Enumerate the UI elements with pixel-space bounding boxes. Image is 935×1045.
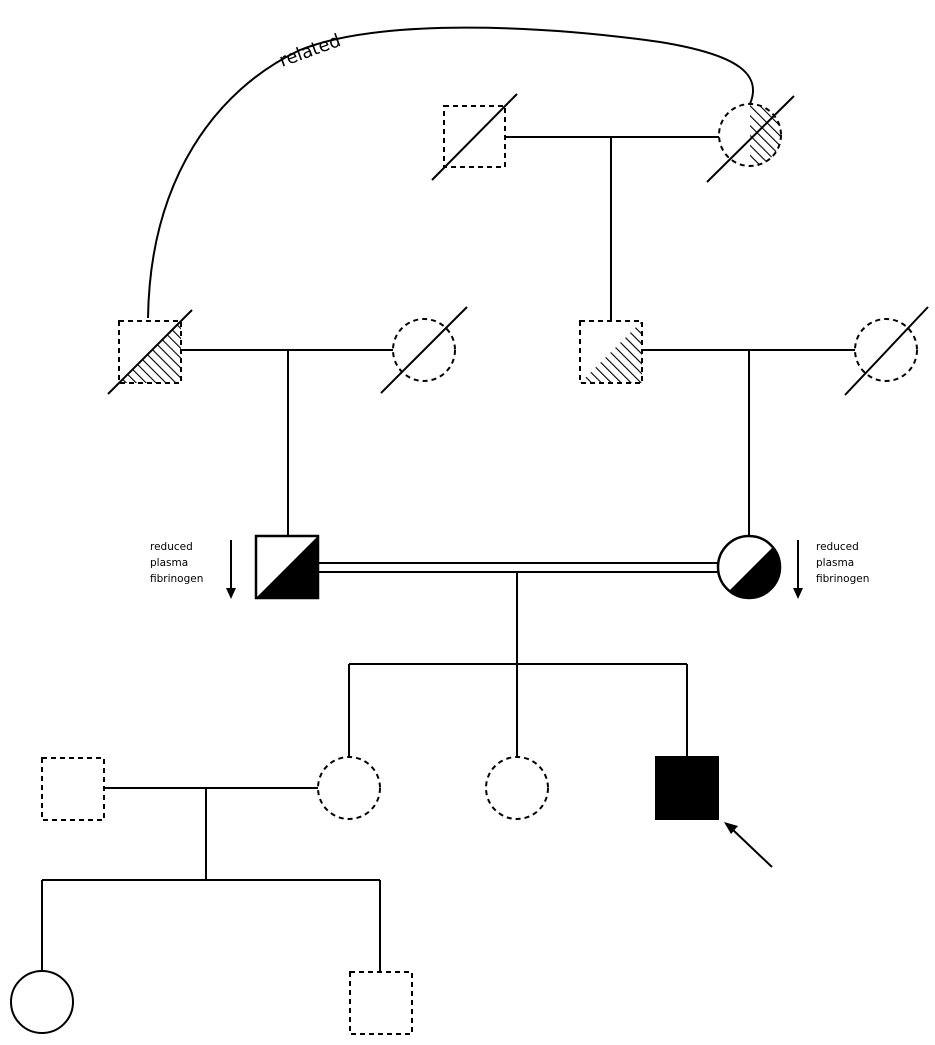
generation-1	[431, 93, 795, 321]
generation-2	[107, 306, 929, 536]
down-arrow-icon	[793, 540, 803, 599]
generation-3: reduced plasma fibrinogen reduced plasma…	[150, 534, 869, 664]
sister-1-symbol	[317, 756, 381, 820]
father-symbol	[254, 534, 320, 600]
mother-symbol	[716, 534, 782, 600]
down-arrow-icon	[226, 540, 236, 599]
deceased-slash	[706, 95, 795, 183]
related-arc	[147, 26, 755, 319]
sister-2-symbol	[485, 756, 549, 820]
paternal-grandmother-symbol	[392, 318, 456, 382]
mother-note: reduced plasma fibrinogen	[816, 541, 869, 585]
brother-in-law-symbol	[41, 757, 105, 821]
deceased-slash	[431, 93, 518, 181]
grandmother-symbol	[718, 103, 782, 167]
proband-arrow-icon	[724, 822, 773, 868]
generation-4	[41, 663, 773, 880]
deceased-slash	[107, 309, 193, 395]
deceased-slash	[380, 306, 468, 394]
deceased-slash	[844, 306, 929, 396]
related-label: related	[277, 30, 344, 72]
generation-5	[10, 879, 413, 1035]
proband-symbol	[655, 756, 719, 820]
father-note: reduced plasma fibrinogen	[150, 541, 203, 585]
maternal-grandmother-symbol	[854, 318, 918, 382]
niece-symbol	[10, 970, 74, 1034]
nephew-symbol	[349, 971, 413, 1035]
maternal-grandfather-symbol	[579, 320, 643, 384]
